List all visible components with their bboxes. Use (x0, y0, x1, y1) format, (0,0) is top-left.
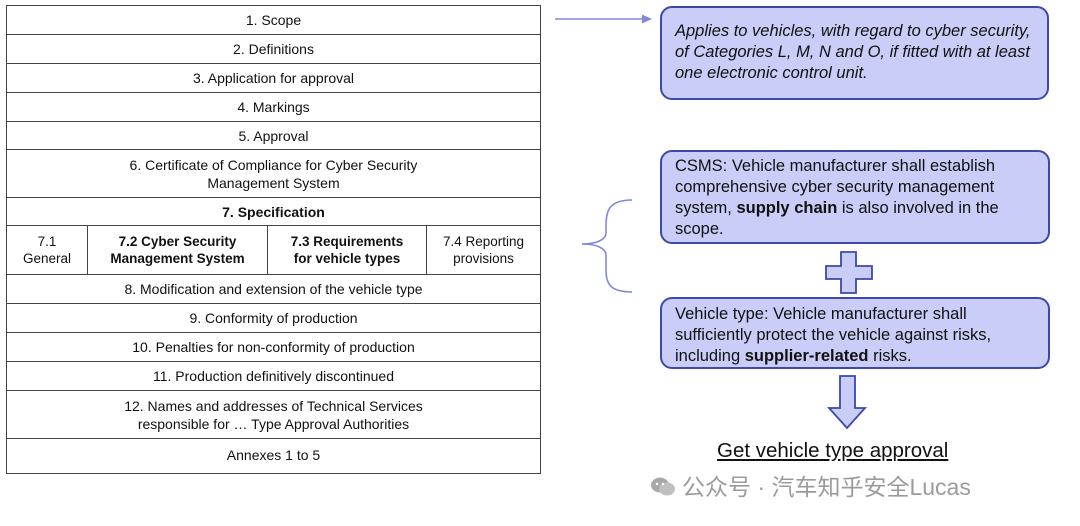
curly-brace-icon (581, 199, 633, 293)
row-discontinued: 11. Production definitively discontinued (6, 361, 541, 390)
scope-note: Applies to vehicles, with regard to cybe… (660, 6, 1049, 100)
csms-note: CSMS: Vehicle manufacturer shall establi… (660, 150, 1050, 244)
row-markings: 4. Markings (6, 92, 541, 121)
vt-text-highlight: supplier-related (744, 347, 869, 365)
sub-7-3: 7.3 Requirements for vehicle types (268, 226, 427, 274)
arrow-right-icon (555, 14, 652, 24)
plus-icon (825, 251, 873, 294)
row-technical-services: 12. Names and addresses of Technical Ser… (6, 390, 541, 438)
row-definitions: 2. Definitions (6, 34, 541, 63)
approval-goal: Get vehicle type approval (717, 439, 949, 462)
row-specification: 7. Specification (6, 197, 541, 225)
watermark-text: 公众号 · 汽车知乎安全Lucas (682, 474, 971, 500)
arrow-down-icon (826, 375, 868, 430)
vt-text-c: risks. (868, 347, 912, 365)
sub-7-2: 7.2 Cyber Security Management System (88, 226, 268, 274)
regulation-outline-table: 1. Scope 2. Definitions 3. Application f… (6, 5, 543, 474)
row-certificate: 6. Certificate of Compliance for Cyber S… (6, 149, 541, 197)
sub-7-4: 7.4 Reporting provisions (442, 234, 525, 266)
specification-subsections: 7.1 General 7.2 Cyber Security Managemen… (6, 225, 541, 274)
row-modification: 8. Modification and extension of the veh… (6, 274, 541, 303)
wechat-icon (650, 476, 676, 498)
sub-7-1: 7.1 General (7, 226, 88, 274)
row-penalties: 10. Penalties for non-conformity of prod… (6, 332, 541, 361)
watermark: 公众号 · 汽车知乎安全Lucas (650, 468, 971, 502)
row-annexes: Annexes 1 to 5 (6, 438, 541, 474)
vehicle-type-note: Vehicle type: Vehicle manufacturer shall… (660, 297, 1050, 369)
row-application: 3. Application for approval (6, 63, 541, 92)
csms-text-a: CSMS: Vehicle manufacturer shall establi… (675, 157, 996, 217)
row-approval: 5. Approval (6, 121, 541, 149)
row-scope: 1. Scope (6, 5, 541, 34)
row-conformity: 9. Conformity of production (6, 303, 541, 332)
csms-text-highlight: supply chain (736, 199, 838, 217)
csms-text-c: is also involved in the scope. (675, 199, 999, 238)
vt-text-a: Vehicle type: Vehicle manufacturer shall… (675, 305, 992, 365)
